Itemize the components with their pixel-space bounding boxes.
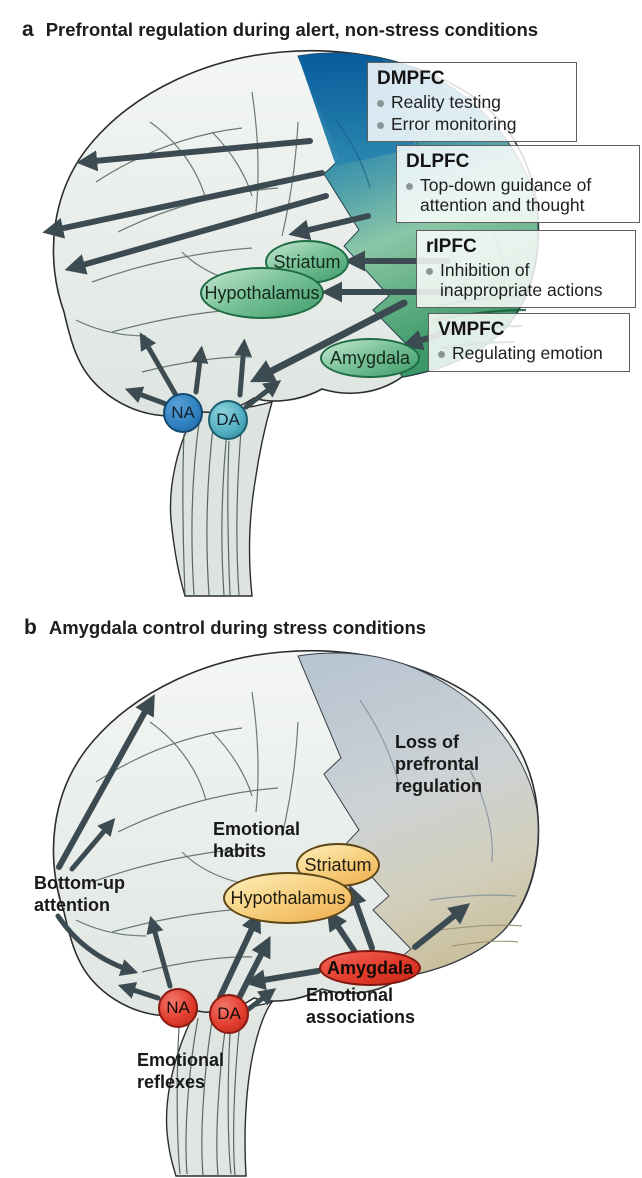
callout-bullet: Error monitoring: [377, 113, 567, 135]
emotional-habits-label: Emotional habits: [213, 819, 301, 861]
brainstem-a: [169, 400, 274, 597]
da-label-a: DA: [216, 410, 240, 429]
hypothalamus-ellipse-a: Hypothalamus: [200, 267, 324, 319]
bullet-text: Inhibition of inappropriate actions: [440, 259, 603, 300]
bottom-up-attention-label: Bottom-up attention: [34, 873, 125, 915]
loss-of-regulation-region: [297, 652, 539, 978]
callout-bullet: Reality testing: [377, 91, 567, 113]
amygdala-ellipse-a: Amygdala: [320, 338, 420, 378]
bullet-text: Top-down guidance of attention and thoug…: [420, 174, 592, 215]
callout-bullet: Inhibition of inappropriate actions: [426, 259, 626, 301]
callout-title: DMPFC: [377, 68, 445, 89]
callout-title: DLPFC: [406, 151, 470, 172]
striatum-label-b: Striatum: [304, 854, 372, 875]
callout-title: VMPFC: [438, 319, 505, 340]
panel-a-title-text: Prefrontal regulation during alert, non-…: [45, 19, 539, 40]
bullet-text: Regulating emotion: [452, 342, 603, 363]
emotional-associations-label: Emotional associations: [306, 985, 416, 1027]
amygdala-label-a: Amygdala: [329, 347, 411, 368]
emotional-reflexes-label: Emotional reflexes: [137, 1050, 225, 1092]
na-node-b: NA: [158, 988, 198, 1028]
hypothalamus-label-b: Hypothalamus: [230, 887, 346, 908]
dmpfc-callout-box: DMPFC Reality testing Error monitoring: [367, 62, 577, 143]
projection-arrows-a: [42, 138, 473, 410]
bullet-icon: [426, 267, 433, 275]
na-node-a: NA: [163, 393, 203, 433]
loss-of-prefrontal-regulation-label: Loss of prefrontal regulation: [395, 732, 483, 796]
callout-bullet: Regulating emotion: [438, 342, 620, 364]
hypothalamus-ellipse-b: Hypothalamus: [223, 872, 353, 924]
brainstem-b: [165, 1000, 274, 1177]
vmpfc-callout-box: VMPFC Regulating emotion: [428, 313, 630, 372]
panel-a-letter: a: [22, 18, 34, 41]
bullet-icon: [438, 350, 445, 358]
na-label-b: NA: [166, 998, 190, 1017]
panel-b-title: b Amygdala control during stress conditio…: [24, 616, 426, 640]
amygdala-label-b: Amygdala: [326, 957, 414, 978]
da-label-b: DA: [217, 1004, 241, 1023]
brain-illustration-b: [52, 649, 540, 1177]
projection-arrows-b: [55, 694, 471, 1014]
bullet-icon: [406, 182, 413, 190]
panel-a-title: a Prefrontal regulation during alert, non…: [22, 18, 538, 42]
bullet-icon: [377, 99, 384, 107]
da-node-b: DA: [209, 994, 249, 1034]
dlpfc-callout-box: DLPFC Top-down guidance of attention and…: [396, 145, 640, 224]
bullet-icon: [377, 121, 384, 129]
callout-bullet: Top-down guidance of attention and thoug…: [406, 174, 630, 216]
da-node-a: DA: [208, 400, 248, 440]
ripfc-callout-box: rIPFC Inhibition of inappropriate action…: [416, 230, 636, 309]
na-label-a: NA: [171, 403, 195, 422]
panel-b-letter: b: [24, 616, 37, 639]
hypothalamus-label-a: Hypothalamus: [204, 282, 320, 303]
amygdala-ellipse-b: Amygdala: [319, 950, 421, 986]
bullet-text: Reality testing: [391, 91, 501, 112]
bullet-text: Error monitoring: [391, 113, 517, 134]
callout-title: rIPFC: [426, 236, 477, 257]
striatum-ellipse-b: Striatum: [296, 843, 380, 887]
striatum-label-a: Striatum: [273, 251, 341, 272]
panel-b-title-text: Amygdala control during stress condition…: [48, 617, 427, 638]
